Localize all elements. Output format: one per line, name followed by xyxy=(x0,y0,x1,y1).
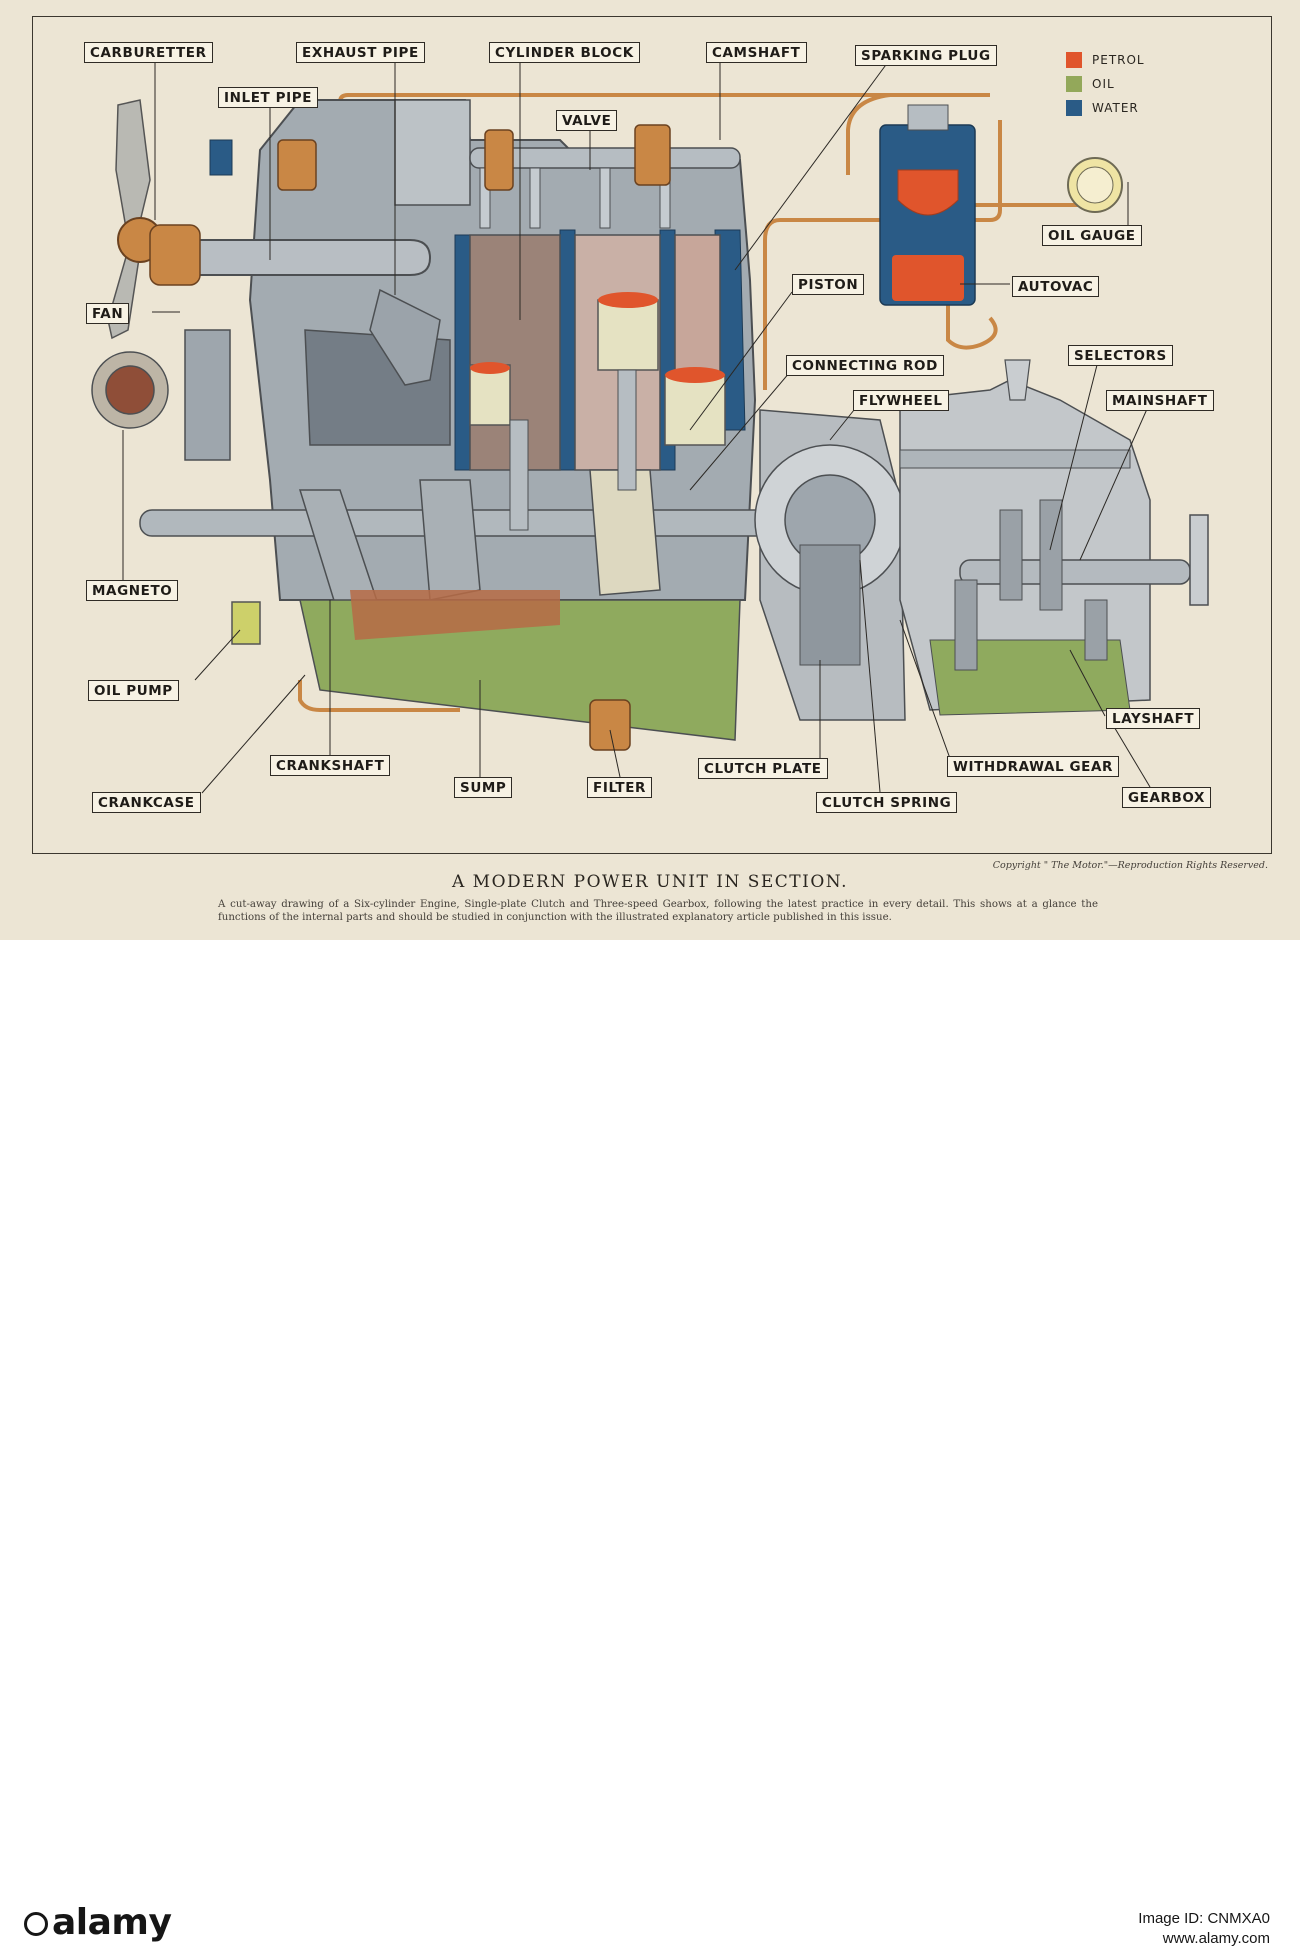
label-valve: VALVE xyxy=(556,110,618,131)
label-inlet-pipe: INLET PIPE xyxy=(218,87,319,108)
legend-swatch-water xyxy=(1066,100,1082,116)
gearbox-drawing xyxy=(899,359,1209,716)
autovac-drawing xyxy=(879,104,976,306)
label-piston: PISTON xyxy=(792,274,865,295)
label-flywheel: FLYWHEEL xyxy=(853,390,949,411)
label-gearbox: GEARBOX xyxy=(1122,787,1212,808)
fan-drawing xyxy=(107,99,163,340)
label-oil-gauge: OIL GAUGE xyxy=(1042,225,1142,246)
label-magneto: MAGNETO xyxy=(86,580,179,601)
label-crankshaft: CRANKSHAFT xyxy=(270,755,391,776)
legend-swatch-oil xyxy=(1066,76,1082,92)
figure-description: A cut-away drawing of a Six-cylinder Eng… xyxy=(218,899,1098,923)
label-autovac: AUTOVAC xyxy=(1012,276,1100,297)
crankshaft-drawing xyxy=(139,369,781,621)
color-legend: PETROL OIL WATER xyxy=(1066,48,1145,120)
label-clutch-plate: CLUTCH PLATE xyxy=(698,758,828,779)
brand-name: alamy xyxy=(52,1902,172,1943)
label-sparking-plug: SPARKING PLUG xyxy=(855,45,997,66)
label-camshaft: CAMSHAFT xyxy=(706,42,807,63)
leader-lines xyxy=(122,58,1151,794)
label-clutch-spring: CLUTCH SPRING xyxy=(816,792,958,813)
magneto-drawing xyxy=(91,329,231,461)
label-sump: SUMP xyxy=(454,777,513,798)
site-url: www.alamy.com xyxy=(1162,1930,1270,1947)
image-id: Image ID: CNMXA0 xyxy=(1138,1910,1270,1927)
label-mainshaft: MAINSHAFT xyxy=(1106,390,1214,411)
illustration-frame xyxy=(32,16,1272,854)
legend-label-oil: OIL xyxy=(1092,77,1115,91)
figure-caption: A MODERN POWER UNIT IN SECTION. xyxy=(451,872,848,892)
legend-item-petrol: PETROL xyxy=(1066,48,1145,72)
copyright-notice: Copyright " The Motor."—Reproduction Rig… xyxy=(992,860,1268,871)
clutch-housing-drawing xyxy=(754,409,906,721)
brand-logo: alamy xyxy=(24,1902,172,1943)
label-exhaust-pipe: EXHAUST PIPE xyxy=(296,42,425,63)
footer-bar: alamy Image ID: CNMXA0 www.alamy.com xyxy=(0,940,1300,1947)
label-oil-pump: OIL PUMP xyxy=(88,680,179,701)
label-selectors: SELECTORS xyxy=(1068,345,1173,366)
printed-sheet: CARBURETTER EXHAUST PIPE CYLINDER BLOCK … xyxy=(0,0,1300,940)
label-layshaft: LAYSHAFT xyxy=(1106,708,1201,729)
label-carburetter: CARBURETTER xyxy=(84,42,213,63)
legend-swatch-petrol xyxy=(1066,52,1082,68)
label-connecting-rod: CONNECTING ROD xyxy=(786,355,944,376)
pistons-drawing xyxy=(469,234,726,471)
label-withdrawal-gear: WITHDRAWAL GEAR xyxy=(947,756,1120,777)
engine-cutaway-drawing xyxy=(91,58,1209,794)
label-cylinder-block: CYLINDER BLOCK xyxy=(489,42,640,63)
legend-label-water: WATER xyxy=(1092,101,1139,115)
label-crankcase: CRANKCASE xyxy=(92,792,201,813)
brand-mark-icon xyxy=(24,1912,48,1936)
legend-item-oil: OIL xyxy=(1066,72,1145,96)
legend-item-water: WATER xyxy=(1066,96,1145,120)
legend-label-petrol: PETROL xyxy=(1092,53,1145,67)
label-fan: FAN xyxy=(86,303,130,324)
label-filter: FILTER xyxy=(587,777,653,798)
